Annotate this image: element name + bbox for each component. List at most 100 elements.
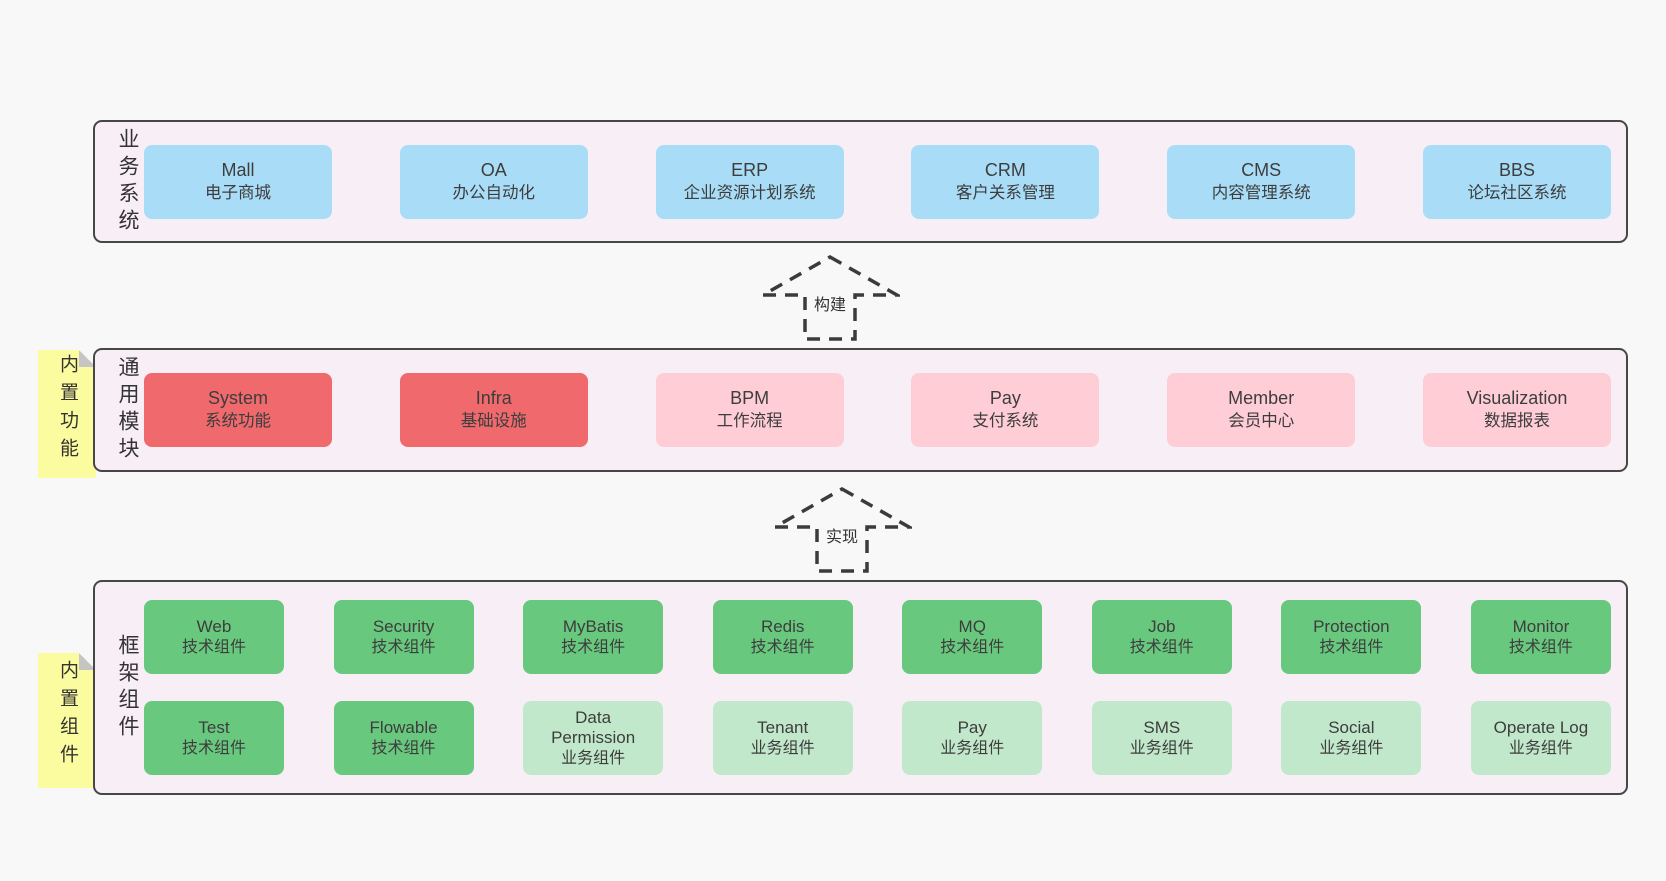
layer-business-side-label: 业务系统 [116, 127, 139, 236]
box-infra-desc: 基础设施 [460, 412, 527, 431]
box-mybatis-name: MyBatis [562, 616, 624, 636]
business-boxes-row: Mall 电子商城 OA 办公自动化 ERP 企业资源计划系统 CRM 客户关系… [144, 144, 1626, 219]
box-pay-system-name: Pay [989, 388, 1021, 409]
box-web: Web 技术组件 [144, 600, 284, 674]
box-mq-desc: 技术组件 [940, 638, 1005, 656]
sticky-tab-built-in-features-label: 内置功能 [57, 353, 78, 466]
box-member-name: Member [1228, 388, 1295, 409]
box-erp: ERP 企业资源计划系统 [655, 144, 844, 219]
box-erp-name: ERP [731, 159, 769, 180]
box-data-permission-name: Data Permission [551, 707, 636, 747]
box-job-name: Job [1148, 616, 1176, 636]
box-cms: CMS 内容管理系统 [1167, 144, 1356, 219]
sticky-tab-built-in-features: 内置功能 [38, 350, 96, 478]
box-pay-biz-desc: 业务组件 [940, 739, 1005, 757]
box-infra: Infra 基础设施 [399, 373, 588, 447]
box-monitor-name: Monitor [1512, 616, 1570, 636]
box-visualization-desc: 数据报表 [1483, 412, 1550, 431]
box-redis: Redis 技术组件 [712, 600, 853, 674]
box-infra-name: Infra [475, 388, 512, 409]
layer-common-modules: 通用模块 System 系统功能 Infra 基础设施 BPM 工作流程 Pay… [93, 348, 1628, 472]
box-tenant-desc: 业务组件 [750, 739, 815, 757]
box-protection-name: Protection [1313, 616, 1390, 636]
box-mall: Mall 电子商城 [144, 144, 332, 219]
box-web-desc: 技术组件 [181, 638, 246, 656]
box-crm-desc: 客户关系管理 [955, 183, 1055, 202]
box-system-desc: 系统功能 [205, 412, 271, 431]
box-pay-biz: Pay 业务组件 [902, 701, 1043, 775]
box-social: Social 业务组件 [1281, 701, 1422, 775]
box-sms-desc: 业务组件 [1129, 739, 1194, 757]
box-bpm-name: BPM [730, 388, 770, 409]
sticky-tab-built-in-components: 内置组件 [38, 653, 96, 788]
box-operate-log: Operate Log 业务组件 [1470, 701, 1611, 775]
box-erp-desc: 企业资源计划系统 [683, 183, 816, 202]
box-job: Job 技术组件 [1091, 600, 1232, 674]
box-mybatis-desc: 技术组件 [561, 638, 626, 656]
box-mq-name: MQ [958, 616, 986, 636]
box-bbs: BBS 论坛社区系统 [1422, 144, 1611, 219]
box-bbs-desc: 论坛社区系统 [1467, 183, 1567, 202]
layer-modules-side-label: 通用模块 [116, 356, 139, 464]
box-pay-system: Pay 支付系统 [911, 373, 1100, 447]
up-arrow-icon [760, 254, 900, 341]
box-pay-biz-name: Pay [957, 717, 987, 737]
arrow-build: 构建 [760, 254, 900, 342]
box-mall-desc: 电子商城 [205, 183, 271, 202]
box-security-name: Security [372, 616, 435, 636]
box-security-desc: 技术组件 [371, 638, 436, 656]
layer-business-systems: 业务系统 Mall 电子商城 OA 办公自动化 ERP 企业资源计划系统 CRM… [93, 120, 1628, 243]
components-row-2: Test 技术组件 Flowable 技术组件 Data Permission … [144, 701, 1611, 775]
box-redis-desc: 技术组件 [750, 638, 815, 656]
box-system: System 系统功能 [144, 373, 332, 447]
up-arrow-icon [772, 486, 912, 573]
box-bpm-desc: 工作流程 [716, 412, 783, 431]
box-member-desc: 会员中心 [1228, 412, 1295, 431]
box-test: Test 技术组件 [144, 701, 284, 775]
box-social-name: Social [1328, 717, 1375, 737]
arrow-build-label: 构建 [810, 290, 850, 316]
box-flowable-desc: 技术组件 [371, 739, 436, 757]
box-member: Member 会员中心 [1167, 373, 1356, 447]
arrow-implement-label: 实现 [822, 522, 862, 548]
box-flowable: Flowable 技术组件 [333, 701, 474, 775]
box-security: Security 技术组件 [333, 600, 474, 674]
box-mq: MQ 技术组件 [902, 600, 1043, 674]
box-oa-name: OA [480, 159, 507, 180]
box-bbs-name: BBS [1498, 159, 1535, 180]
box-sms: SMS 业务组件 [1091, 701, 1232, 775]
box-operate-log-name: Operate Log [1493, 717, 1589, 737]
box-monitor-desc: 技术组件 [1508, 638, 1573, 656]
box-data-permission-desc: 业务组件 [561, 749, 626, 767]
box-redis-name: Redis [760, 616, 805, 636]
box-operate-log-desc: 业务组件 [1508, 739, 1573, 757]
box-monitor: Monitor 技术组件 [1470, 600, 1611, 674]
box-flowable-name: Flowable [369, 717, 438, 737]
box-crm: CRM 客户关系管理 [911, 144, 1100, 219]
box-web-name: Web [196, 616, 232, 636]
box-cms-desc: 内容管理系统 [1211, 183, 1311, 202]
components-boxes-grid: Web 技术组件 Security 技术组件 MyBatis 技术组件 Redi… [144, 600, 1626, 775]
arrow-implement: 实现 [772, 486, 912, 574]
box-bpm: BPM 工作流程 [655, 373, 844, 447]
box-protection-desc: 技术组件 [1319, 638, 1384, 656]
box-mall-name: Mall [221, 159, 255, 180]
box-cms-name: CMS [1241, 159, 1282, 180]
box-job-desc: 技术组件 [1129, 638, 1194, 656]
box-test-desc: 技术组件 [181, 739, 246, 757]
box-mybatis: MyBatis 技术组件 [523, 600, 664, 674]
box-tenant: Tenant 业务组件 [712, 701, 853, 775]
box-tenant-name: Tenant [757, 717, 809, 737]
box-oa: OA 办公自动化 [399, 144, 588, 219]
box-test-name: Test [198, 717, 230, 737]
layer-components-side-label: 框架组件 [116, 633, 139, 742]
box-visualization: Visualization 数据报表 [1422, 373, 1611, 447]
box-data-permission: Data Permission 业务组件 [523, 701, 664, 775]
box-protection: Protection 技术组件 [1281, 600, 1422, 674]
modules-boxes-row: System 系统功能 Infra 基础设施 BPM 工作流程 Pay 支付系统… [144, 373, 1626, 447]
box-visualization-name: Visualization [1466, 388, 1568, 409]
box-sms-name: SMS [1143, 717, 1181, 737]
box-pay-system-desc: 支付系统 [972, 412, 1039, 431]
layer-framework-components: 框架组件 Web 技术组件 Security 技术组件 MyBatis 技术组件… [93, 580, 1628, 795]
box-oa-desc: 办公自动化 [452, 183, 536, 202]
